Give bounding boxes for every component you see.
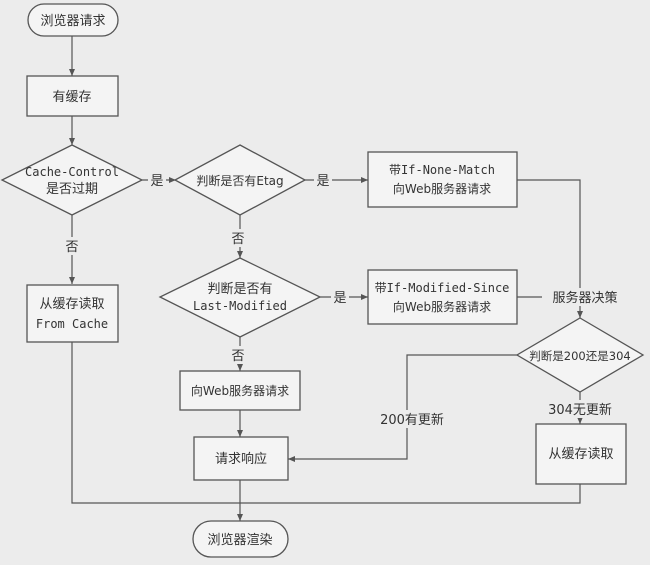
node-has-cache: 有缓存	[26, 75, 119, 117]
edge-readcache-right-to-merge	[240, 484, 581, 504]
edge-label-200-updated: 200有更新	[380, 412, 444, 428]
node-last-modified-line2: Last-Modified	[193, 299, 287, 313]
edge-judge-to-response	[288, 354, 517, 462]
node-if-modified-since: 带If-Modified-Since 向Web服务器请求	[367, 269, 518, 325]
node-render-label: 浏览器渲染	[207, 532, 272, 548]
edge-ifnonematch-to-judge	[517, 179, 583, 318]
node-read-cache-right: 从缓存读取	[535, 423, 627, 485]
node-if-none-match: 带If-None-Match 向Web服务器请求	[367, 151, 518, 208]
node-start: 浏览器请求	[27, 3, 119, 37]
node-read-cache-left: 从缓存读取 From Cache	[26, 284, 119, 343]
edge-label-yes-lastmodified: 是	[333, 291, 346, 306]
node-request-web: 向Web服务器请求	[179, 370, 301, 411]
edge-label-yes-etag: 是	[316, 174, 329, 189]
node-response: 请求响应	[193, 436, 289, 481]
node-response-label: 请求响应	[215, 451, 267, 467]
node-cache-control-line1: Cache-Control	[25, 165, 119, 179]
edge-label-304-not-modified: 304无更新	[548, 402, 612, 418]
node-read-cache-left-line1: 从缓存读取	[39, 297, 104, 312]
edge-label-yes-control: 是	[150, 174, 163, 189]
edge-label-no-control: 否	[65, 240, 78, 255]
node-if-none-match-line1: 带If-None-Match	[389, 163, 495, 177]
node-cache-control-line2: 是否过期	[46, 182, 98, 197]
node-last-modified-decision: 判断是否有 Last-Modified	[158, 257, 322, 338]
edge-label-no-lastmodified: 否	[231, 349, 244, 364]
node-request-web-label: 向Web服务器请求	[191, 383, 289, 398]
node-cache-control-decision: Cache-Control 是否过期	[0, 144, 144, 216]
edge-label-no-etag: 否	[231, 232, 244, 247]
node-if-modified-since-line2: 向Web服务器请求	[393, 299, 491, 314]
edge-readcache-to-merge	[71, 342, 240, 504]
node-judge-decision: 判断是200还是304	[515, 317, 645, 393]
node-last-modified-line1: 判断是否有	[207, 282, 272, 297]
node-judge-label: 判断是200还是304	[529, 349, 630, 363]
node-start-label: 浏览器请求	[40, 13, 105, 29]
node-if-modified-since-line1: 带If-Modified-Since	[375, 281, 510, 295]
node-read-cache-left-line2: From Cache	[36, 317, 108, 331]
node-render: 浏览器渲染	[192, 520, 289, 558]
node-has-cache-label: 有缓存	[52, 90, 91, 105]
edge-label-server-decide: 服务器决策	[552, 290, 617, 306]
node-read-cache-right-label: 从缓存读取	[548, 447, 613, 462]
node-etag-decision: 判断是否有Etag	[173, 144, 307, 216]
node-etag-label: 判断是否有Etag	[196, 173, 283, 188]
edge-labels: 是 是 是 否 否 否 服务器决策 200有更新 304无更新	[63, 171, 628, 428]
node-if-none-match-line2: 向Web服务器请求	[393, 181, 491, 196]
